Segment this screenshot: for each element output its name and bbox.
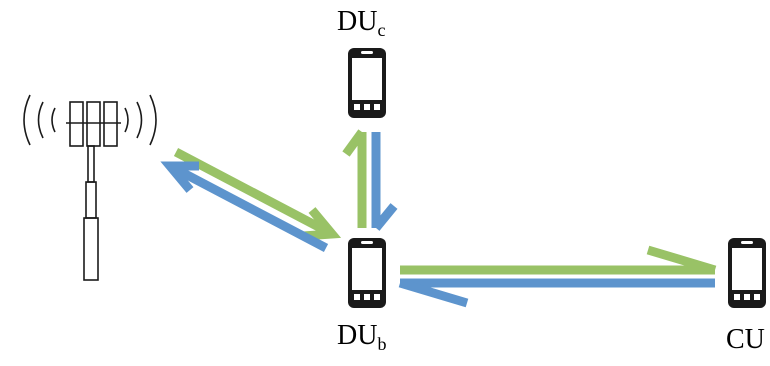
dub-label: DUb <box>337 320 387 354</box>
link-tower-dub <box>160 148 342 252</box>
cell-tower-icon <box>23 94 157 281</box>
link-dub-cu <box>398 245 717 308</box>
smartphone-icon <box>348 238 386 308</box>
blue-arrow-duc-to-dub <box>371 132 398 231</box>
blue-arrow-dub-to-tower <box>160 161 329 252</box>
green-arrow-tower-to-dub <box>173 148 342 241</box>
smartphone-icon <box>348 48 386 118</box>
link-dub-duc <box>342 129 398 231</box>
green-arrow-dub-to-duc <box>342 129 367 228</box>
blue-arrow-cu-to-dub <box>398 278 715 308</box>
duc-label: DUc <box>337 6 386 40</box>
green-arrow-dub-to-cu <box>400 245 717 275</box>
cu-label: CU <box>726 324 765 355</box>
smartphone-icon <box>728 238 766 308</box>
